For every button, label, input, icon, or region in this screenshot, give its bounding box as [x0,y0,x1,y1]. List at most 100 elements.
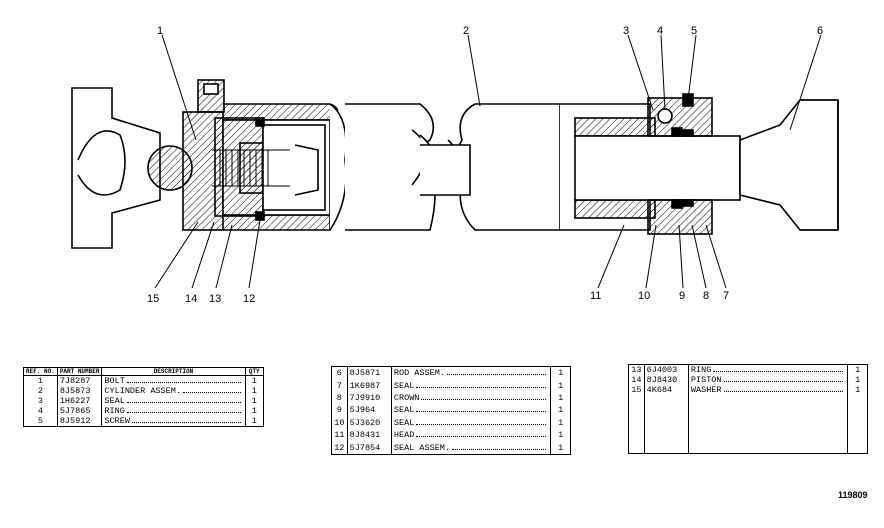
description-cell: SEAL [101,396,246,406]
table-row: 12 5J7854 SEAL ASSEM. 1 [331,441,571,455]
table-filler-row [628,395,868,454]
table-row: 14 8J8430 PISTON 1 [628,375,868,385]
part-number-cell: 5J3620 [347,416,392,430]
description-cell: ROD ASSEM. [391,366,552,380]
callout-7: 7 [723,290,729,302]
qty-cell: 1 [855,385,861,395]
description-cell: WASHER [688,385,849,395]
callout-13: 13 [209,293,221,305]
callout-3: 3 [623,25,629,37]
table-row: 4 5J7865 RING 1 [23,406,264,416]
description-cell: SCREW [101,416,246,427]
callout-12: 12 [243,293,255,305]
callout-6: 6 [817,25,823,37]
ref-cell: 8 [331,391,348,405]
part-number-cell: 5J964 [347,404,392,417]
header-qty: QTY [245,367,264,376]
ref-cell: 15 [628,385,645,395]
drawing-number: 119809 [838,490,868,500]
callout-4: 4 [657,25,663,37]
qty-cell: 1 [558,442,564,453]
ref-cell: 12 [331,441,348,455]
qty-cell: 1 [558,393,564,404]
table-row: 3 1H6227 SEAL 1 [23,396,264,406]
piston-rod [574,135,741,201]
table-row: 7 1K6987 SEAL 1 [331,379,571,392]
ref-cell: 7 [331,379,348,392]
part-number-cell: 7J8287 [57,375,103,386]
description-cell: HEAD [391,429,552,442]
parts-table-1: REF. NO. PART NUMBER DESCRIPTION QTY 1 7… [23,367,264,427]
ref-cell: 14 [628,375,645,385]
callout-11: 11 [590,290,601,302]
part-number-cell: 5J7865 [57,406,103,416]
part-number-cell: 6J4003 [644,364,689,375]
part-number-cell: 8J5871 [347,366,392,380]
callout-2: 2 [463,25,469,37]
right-rod-end [739,99,839,231]
parts-table-3: 13 6J4003 RING 1 14 8J8430 PISTON 1 15 4… [628,364,868,454]
qty-cell: 1 [251,416,257,426]
ref-cell: 2 [23,386,58,396]
qty-cell: 1 [251,406,257,416]
parts-table-2: 6 8J5871 ROD ASSEM. 1 7 1K6987 SEAL 1 8 … [331,366,571,455]
part-number-cell: 5J7854 [347,441,392,455]
table-row: 5 8J5912 SCREW 1 [23,416,264,427]
table-row: 6 8J5871 ROD ASSEM. 1 [331,366,571,380]
callout-8: 8 [703,290,709,302]
ref-cell: 4 [23,406,58,416]
table-row: 10 5J3620 SEAL 1 [331,416,571,430]
description-cell: SEAL ASSEM. [391,441,552,455]
ref-cell: 10 [331,416,348,430]
callout-15: 15 [147,293,159,305]
part-number-cell: 8J5912 [57,416,103,427]
part-number-cell: 4K684 [644,385,689,395]
qty-cell: 1 [558,380,564,391]
ref-cell: 9 [331,404,348,417]
qty-cell: 1 [558,368,564,379]
piston-rod-stub [420,144,471,196]
table-row: 13 6J4003 RING 1 [628,364,868,375]
callout-1: 1 [157,25,163,37]
table-row: 15 4K684 WASHER 1 [628,385,868,395]
description-cell: SEAL [391,379,552,392]
qty-cell: 1 [251,386,257,396]
table-row: 11 8J8431 HEAD 1 [331,429,571,442]
callout-5: 5 [691,25,697,37]
callout-10: 10 [638,290,650,302]
ref-cell: 6 [331,366,348,380]
qty-cell: 1 [251,396,257,406]
description-cell: RING [688,364,849,375]
part-number-cell: 8J8430 [644,375,689,385]
table-row: 1 7J8287 BOLT 1 [23,375,264,386]
ref-cell: 1 [23,375,58,386]
description-cell: CROWN [391,391,552,405]
description-cell: BOLT [101,375,246,386]
part-number-cell: 8J8431 [347,429,392,442]
qty-cell: 1 [558,405,564,416]
qty-cell: 1 [855,375,861,385]
qty-cell: 1 [855,365,861,375]
description-cell: SEAL [391,404,552,417]
table-row: 8 7J9910 CROWN 1 [331,391,571,405]
ref-cell: 13 [628,364,645,375]
qty-cell: 1 [558,417,564,428]
header-description: DESCRIPTION [101,367,246,376]
part-number-cell: 7J9910 [347,391,392,405]
header-part-number: PART NUMBER [57,367,103,376]
callout-9: 9 [679,290,685,302]
qty-cell: 1 [558,430,564,441]
header-ref: REF. NO. [23,367,58,376]
ref-cell: 5 [23,416,58,427]
part-number-cell: 1K6987 [347,379,392,392]
qty-cell: 1 [251,376,257,386]
description-cell: SEAL [391,416,552,430]
table-row: 9 5J964 SEAL 1 [331,404,571,417]
callout-14: 14 [185,293,197,305]
hydraulic-cylinder-cross-section: 1 2 3 4 5 6 7 8 9 10 11 12 13 14 15 [71,25,839,305]
part-number-cell: 8J5873 [57,386,103,396]
description-cell: PISTON [688,375,849,385]
description-cell: RING [101,406,246,416]
ref-cell: 11 [331,429,348,442]
description-cell: CYLINDER ASSEM. [101,386,246,396]
